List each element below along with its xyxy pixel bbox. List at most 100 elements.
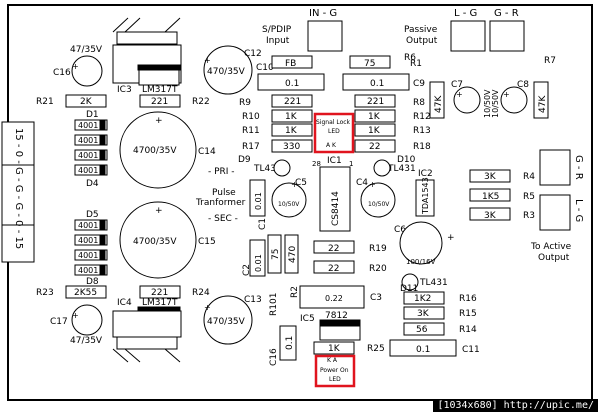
c14-value: 4700/35V [133, 146, 177, 156]
signal-lock-label-1: Signal Lock [316, 119, 351, 126]
svg-text:+: + [456, 90, 463, 99]
c16b-label: C16 [269, 348, 279, 366]
r1-label: R1 [410, 59, 422, 69]
r24-label: R24 [192, 288, 210, 298]
c12-label: C12 [244, 49, 262, 59]
r20-label: R20 [369, 264, 387, 274]
c3-value: 0.22 [325, 294, 343, 303]
receiver-ic1: IC1 28 1 CS8414 [312, 156, 353, 232]
svg-text:+: + [72, 62, 79, 71]
resistor-r16: 1K2 R16 [403, 291, 477, 305]
d1-label: D1 [86, 110, 99, 120]
ic2-value: TDA1543 [421, 177, 430, 215]
ic2-label: IC2 [418, 169, 433, 179]
c15-label: C15 [198, 237, 216, 247]
capacitor-c8: C8 + 10/50V [491, 80, 529, 118]
power-led-label-1: Power On [320, 367, 349, 374]
capacitor-c2: C2 0.01 [242, 239, 266, 277]
c1-value: 0.01 [254, 192, 263, 210]
r25-label: R25 [367, 344, 385, 354]
r15-value: 3K [417, 309, 430, 319]
c16-label: C16 [53, 68, 71, 78]
r16-value: 1K2 [414, 294, 431, 304]
fb-label: FB [285, 59, 296, 69]
svg-text:+: + [503, 90, 510, 99]
c1-label: C1 [258, 218, 268, 230]
c13-value: 470/35V [207, 317, 246, 327]
spdif-label-2: Input [266, 36, 290, 46]
ic1-pin1: 1 [349, 160, 353, 168]
svg-text:+: + [204, 303, 211, 312]
active-label-1: To Active [530, 242, 572, 252]
c15-value: 4700/35V [133, 237, 177, 247]
dac-ic2: IC2 TDA1543 [415, 169, 435, 217]
r10-label: R10 [242, 112, 260, 122]
svg-text:+: + [291, 180, 298, 189]
r16-label: R16 [459, 294, 477, 304]
pulse-label-1: Pulse [212, 188, 236, 198]
capacitor-c6: C6 + 100/16V [394, 221, 455, 266]
r17-label: R17 [242, 142, 260, 152]
r2-label: R2 [290, 286, 300, 298]
resistor-r5: 1K5 R5 [469, 188, 535, 202]
d3-value: 4001 [78, 151, 98, 160]
svg-text:+: + [204, 56, 211, 65]
power-led-label-2: LED [329, 376, 341, 383]
c7-value: 10/50V [483, 89, 492, 118]
c11-value: 0.1 [416, 345, 430, 355]
d11-label: D11 [400, 284, 418, 294]
left-power-connector: 15 - 0 - G - G - G - 0 - 15 [1, 121, 35, 263]
ic5-label: IC5 [300, 314, 315, 324]
c6-value: 100/16V [406, 258, 436, 266]
r9-value: 221 [284, 97, 301, 107]
pulse-label-2: Tranformer [195, 198, 246, 208]
r6-label: R6 [404, 53, 416, 63]
regulator-ic5: IC5 7812 [300, 311, 361, 341]
resistor-r101: 470 R101 [269, 234, 299, 316]
ferrite-bead-fb: C10 FB 0.1 [256, 55, 325, 91]
d8-value: 4001 [78, 266, 98, 275]
pulse-transformer: - PRI - Pulse Tranformer - SEC - C1 0.01 [195, 167, 268, 230]
r24-value: 221 [151, 288, 168, 298]
r2-value: 75 [271, 249, 281, 260]
c3-label: C3 [370, 293, 382, 303]
r17-value: 330 [283, 142, 300, 152]
capacitor-c11: 0.1 C11 [389, 339, 480, 357]
c2-value: 0.01 [254, 254, 263, 272]
capacitor-c16-small: 0.1 C16 [269, 325, 297, 366]
resistor-column-right: 221 R8 1K R12 1K R13 22 R18 [354, 94, 431, 153]
c7-label: C7 [451, 80, 463, 90]
r13-value: 1K [368, 126, 381, 136]
d7-value: 4001 [78, 251, 98, 260]
c4-value: 10/50V [368, 201, 390, 208]
c2-label: C2 [242, 264, 252, 276]
d10-value: TL431 [387, 164, 416, 174]
svg-text:+: + [72, 311, 79, 320]
c13-label: C13 [244, 295, 262, 305]
resistor-r22: 221 R22 [139, 94, 210, 108]
r7-value: 47K [538, 95, 548, 113]
r11-value: 1K [285, 126, 298, 136]
r8-label: R8 [413, 98, 425, 108]
l-g-label: L - G [454, 8, 477, 19]
svg-text:+: + [447, 233, 455, 243]
c16-value: 47/35V [70, 45, 103, 55]
c10-label: C10 [256, 63, 274, 73]
r21-label: R21 [36, 97, 54, 107]
resistor-r24: 221 R24 [139, 285, 210, 299]
ic4-label: IC4 [117, 298, 132, 308]
resistor-r21: R21 2K [36, 94, 107, 108]
c8-value: 10/50V [491, 89, 500, 118]
d6-value: 4001 [78, 236, 98, 245]
active-label-2: Output [538, 253, 570, 263]
c12-value: 470/35V [207, 67, 246, 77]
resistor-r14: 56 R14 [403, 322, 477, 336]
r9-label: R9 [239, 98, 251, 108]
spdif-input-connector: IN - G S/PDIP Input [262, 8, 343, 52]
capacitor-c3: 0.22 C3 [299, 285, 382, 309]
c17-label: C17 [50, 317, 68, 327]
d5-label: D5 [86, 210, 99, 220]
resistor-r25: 1K R25 [313, 341, 385, 355]
capacitor-c13: + 470/35V C13 [203, 295, 262, 345]
